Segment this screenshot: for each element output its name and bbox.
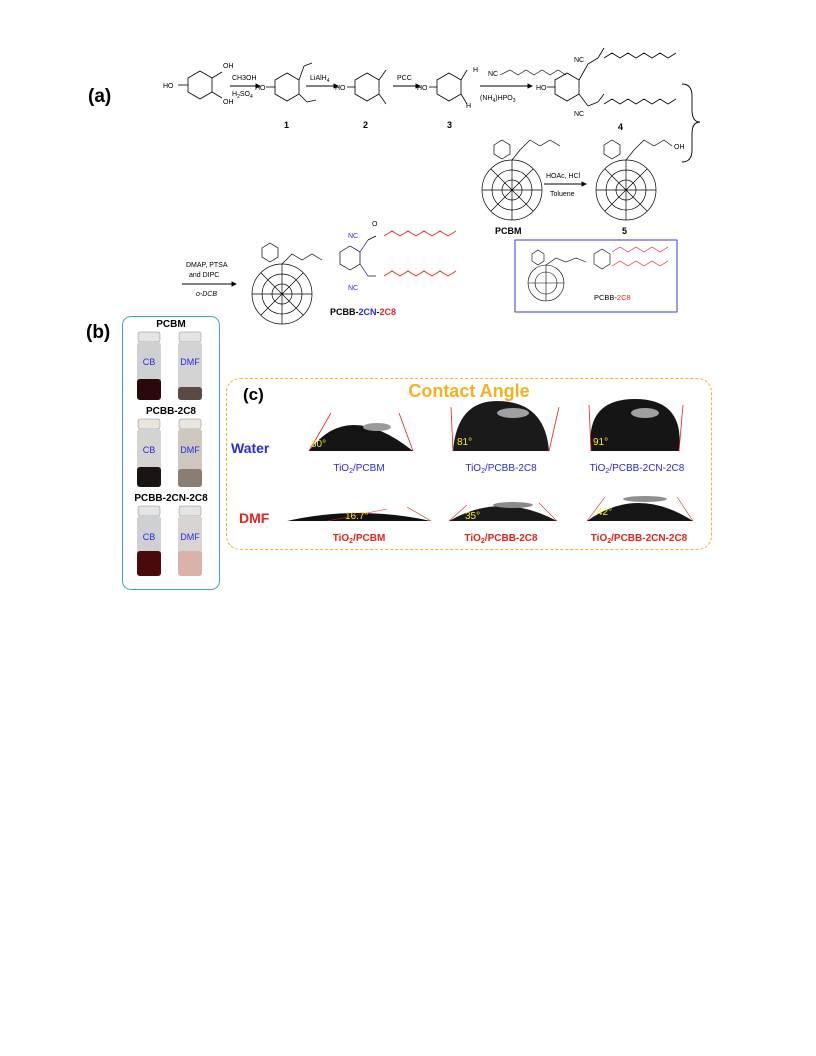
droplet-dmf-pcbb2c8	[448, 502, 558, 522]
pcbm-label: PCBM	[495, 226, 522, 236]
vial-1-right-label: DMF	[180, 357, 200, 367]
atom-h-3b: H	[466, 103, 471, 110]
pcbb-2c8-box	[514, 239, 678, 313]
angle-water-pcbb2cn2c8: 91°	[593, 437, 608, 448]
atom-nc-4a: NC	[574, 57, 584, 64]
atom-nc-4b: NC	[574, 111, 584, 118]
vial-pcbm-cb	[137, 331, 161, 400]
caption-water-pcbb2c8: TiO2/PCBB-2C8	[465, 463, 537, 475]
caption-water-pcbm: TiO2/PCBM	[333, 463, 384, 475]
compound-1	[266, 62, 317, 103]
droplet-water-pcbm	[308, 412, 414, 452]
vial-group-1-title: PCBM	[156, 319, 185, 330]
vial-pcbb2c8-cb	[137, 418, 161, 487]
caption-dmf-pcbb2c8: TiO2/PCBB-2C8	[464, 533, 538, 545]
reagent-step6-line1: DMAP, PTSA	[186, 262, 228, 269]
compound-3	[429, 69, 468, 105]
droplet-images: Water DMF 60° 81° 91° TiO2/PCBM TiO2/PCB…	[231, 399, 694, 545]
atom-oh-0a: OH	[223, 63, 234, 70]
panel-b-label: (b)	[86, 322, 111, 343]
product-structure	[251, 235, 377, 325]
reagent-step1-h: H	[232, 91, 237, 98]
svg-text:LiAlH4: LiAlH4	[310, 75, 330, 84]
atom-h-3a: H	[473, 67, 478, 74]
reagent-step1-top: CH3OH	[232, 75, 257, 82]
svg-text:(NH4)HPO3: (NH4)HPO3	[480, 95, 516, 104]
vials-figure: PCBM CB DMF PCBB-2C8 CB DMF PCBB-2CN-2C8	[134, 319, 208, 576]
row-label-dmf: DMF	[239, 510, 270, 526]
reagent-step5-top: HOAc, HCl	[546, 173, 581, 180]
row-label-water: Water	[231, 440, 270, 456]
atom-nc-prod-b: NC	[348, 285, 358, 292]
vial-pcbm-dmf	[178, 331, 202, 400]
pcbb-2c8-label: PCBB-2C8	[594, 293, 631, 302]
pcbm-structure	[481, 139, 561, 221]
caption-dmf-pcbb2cn2c8: TiO2/PCBB-2CN-2C8	[591, 533, 688, 545]
vial-3-left-label: CB	[143, 532, 156, 542]
angle-dmf-pcbb2cn2c8: 42°	[597, 507, 612, 518]
atom-nc-prod-a: NC	[348, 233, 358, 240]
reagent-step2: LiAlH	[310, 75, 327, 82]
contact-angle-title: Contact Angle	[408, 381, 530, 401]
angle-dmf-pcbb2c8: 35°	[465, 511, 480, 522]
contact-angle-panel: (c) Contact Angle Water DMF 60° 81° 91° …	[226, 378, 712, 550]
atom-ho-0: HO	[163, 83, 174, 90]
compound-4-label: 4	[618, 122, 623, 132]
synthesis-scheme: HO OH OH CH3OH H2SO4 HO 1 LiAlH4 HO 2 PC…	[163, 47, 701, 325]
vial-pcbb2cn2c8-dmf	[178, 505, 202, 576]
svg-text:H2SO4: H2SO4	[232, 91, 253, 100]
atom-o-prod: O	[372, 221, 378, 228]
droplet-dmf-pcbm	[287, 506, 432, 522]
compound-5-structure	[595, 139, 673, 221]
reagent-step6-line2: and DIPC	[189, 272, 219, 279]
pcbb-2c8-structure	[527, 248, 611, 302]
droplet-dmf-pcbb2cn2c8	[586, 496, 694, 522]
droplet-water-pcbb2cn2c8	[588, 399, 684, 452]
reagent-step4-bottom: (NH	[480, 95, 492, 102]
angle-dmf-pcbm: 16.7°	[345, 511, 368, 522]
atom-ho-4: HO	[536, 85, 547, 92]
reagent-step3: PCC	[397, 75, 412, 82]
compound-3-label: 3	[447, 120, 452, 130]
vial-group-3-title: PCBB-2CN-2C8	[134, 493, 208, 504]
product-label: PCBB-2CN-2C8	[330, 307, 396, 317]
atom-ho-3: HO	[417, 85, 428, 92]
angle-water-pcbm: 60°	[311, 439, 326, 450]
angle-water-pcbb2c8: 81°	[457, 437, 472, 448]
vial-3-right-label: DMF	[180, 532, 200, 542]
vial-pcbb2cn2c8-cb	[137, 505, 161, 576]
vial-2-left-label: CB	[143, 445, 156, 455]
reagent-step4-top: NC	[488, 71, 498, 78]
panel-c-label: (c)	[243, 385, 264, 404]
compound-start	[178, 70, 223, 100]
atom-oh-5: OH	[674, 144, 685, 151]
compound-4	[547, 47, 677, 107]
compound-2	[347, 69, 387, 105]
caption-water-pcbb2cn2c8: TiO2/PCBB-2CN-2C8	[590, 463, 685, 475]
vial-2-right-label: DMF	[180, 445, 200, 455]
compound-2-label: 2	[363, 120, 368, 130]
solubility-vials-panel: PCBM CB DMF PCBB-2C8 CB DMF PCBB-2CN-2C8	[122, 316, 220, 590]
reagent-step5-bottom: Toluene	[550, 191, 575, 198]
atom-oh-0b: OH	[223, 99, 234, 106]
vial-1-left-label: CB	[143, 357, 156, 367]
vial-pcbb2c8-dmf	[178, 418, 202, 487]
droplet-water-pcbb2c8	[450, 401, 560, 452]
compound-1-label: 1	[284, 120, 289, 130]
vial-group-2-title: PCBB-2C8	[146, 406, 196, 417]
compound-5-label: 5	[622, 226, 627, 236]
reagent-step6-line3: o-DCB	[196, 291, 217, 298]
panel-a-label: (a)	[88, 86, 112, 107]
bracket	[681, 83, 701, 163]
atom-ho-1: HO	[255, 85, 266, 92]
atom-ho-2: HO	[335, 85, 346, 92]
caption-dmf-pcbm: TiO2/PCBM	[333, 533, 386, 545]
